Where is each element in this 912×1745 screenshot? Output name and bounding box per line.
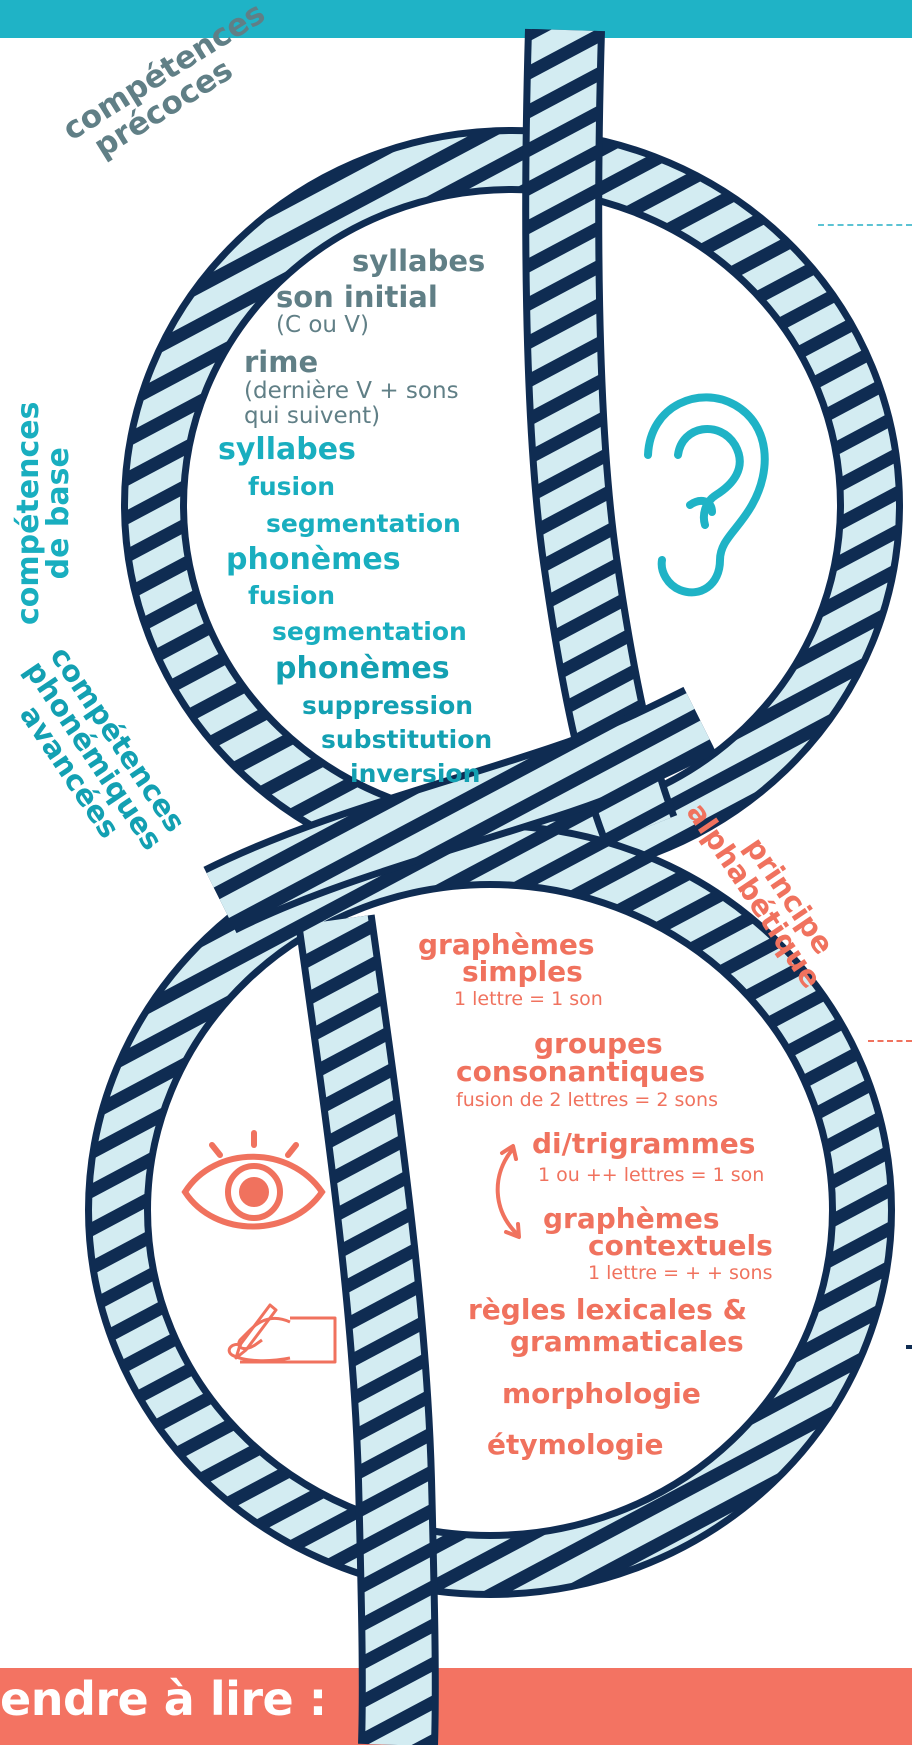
label-segmentation-2: segmentation — [272, 617, 467, 646]
label-fusion-2: fusion — [248, 581, 335, 610]
dashed-connector-top — [818, 224, 912, 226]
label-graphemes-simples-2: simples — [462, 955, 583, 988]
rope-center-strand-lower — [335, 920, 399, 1745]
label-phonemes-advanced: phonèmes — [275, 651, 450, 686]
note-graphemes-simples: 1 lettre = 1 son — [454, 988, 603, 1010]
label-regles-2: grammaticales — [510, 1325, 744, 1358]
label-groupes-2: consonantiques — [456, 1055, 705, 1088]
right-edge-mark — [906, 1345, 912, 1349]
label-morphologie: morphologie — [502, 1377, 701, 1410]
note-rime-2: qui suivent) — [244, 403, 380, 429]
note-digrammes: 1 ou ++ lettres = 1 son — [538, 1164, 764, 1186]
label-substitution: substitution — [321, 725, 492, 754]
category-basic-skills: compétences de base — [14, 401, 74, 625]
writing-hand-icon — [229, 1305, 335, 1362]
label-fusion-1: fusion — [248, 472, 335, 501]
note-groupes: fusion de 2 lettres = 2 sons — [456, 1089, 718, 1111]
note-rime-1: (dernière V + sons — [244, 378, 459, 404]
rope-upper-loop — [154, 160, 870, 850]
label-syllabes-basic: syllabes — [218, 432, 356, 467]
curved-arrow-icon — [498, 1146, 519, 1237]
eye-icon — [185, 1133, 322, 1227]
label-phonemes-basic: phonèmes — [226, 542, 401, 577]
label-suppression: suppression — [302, 691, 473, 720]
label-syllabes-early: syllabes — [352, 244, 485, 278]
note-contextuels: 1 lettre = + + sons — [588, 1262, 772, 1284]
label-inversion: inversion — [350, 759, 480, 788]
label-regles-1: règles lexicales & — [468, 1293, 747, 1326]
label-etymologie: étymologie — [487, 1428, 664, 1461]
label-contextuels-2: contextuels — [588, 1229, 773, 1262]
label-segmentation-1: segmentation — [266, 509, 461, 538]
category-basic-line2: de base — [44, 401, 74, 625]
ear-icon — [648, 397, 765, 592]
category-basic-line1: compétences — [14, 401, 44, 625]
label-digrammes: di/trigrammes — [532, 1127, 755, 1160]
note-son-initial: (C ou V) — [276, 312, 369, 338]
label-son-initial: son initial — [276, 280, 438, 314]
dashed-connector-bottom — [868, 1040, 912, 1042]
label-rime: rime — [244, 345, 318, 379]
